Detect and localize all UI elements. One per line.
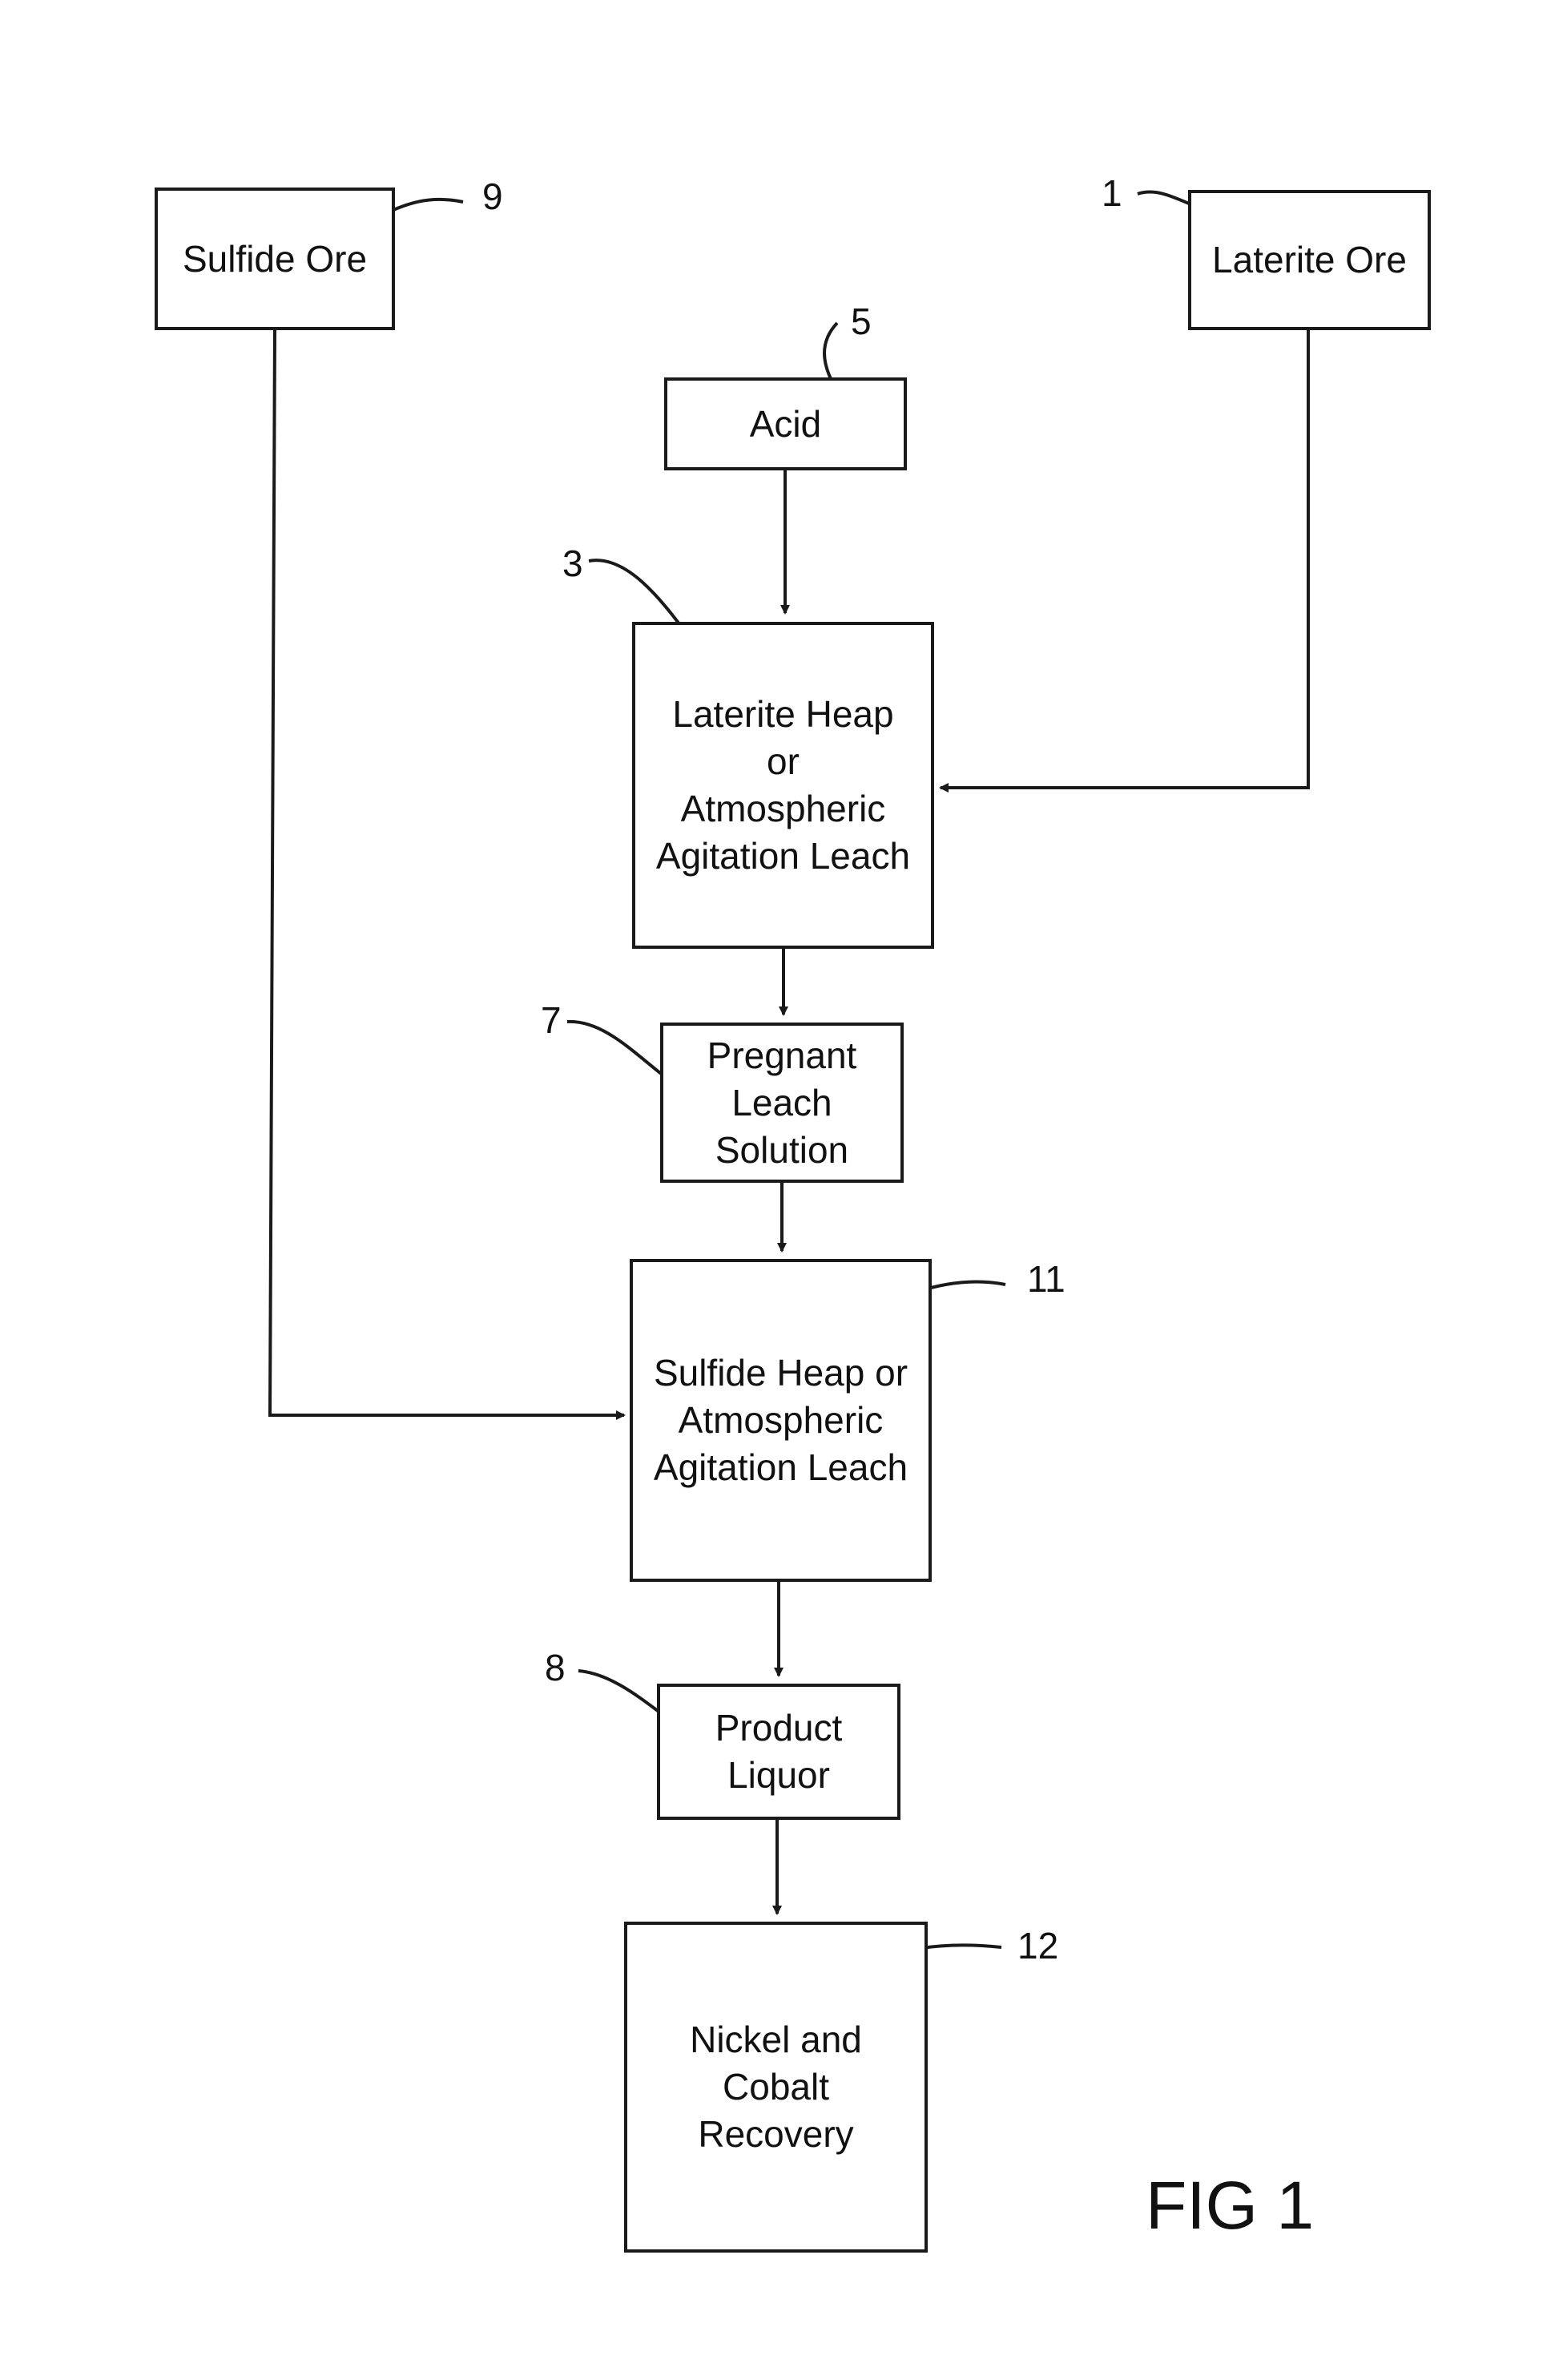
- sulfide-ore-label: Sulfide Ore: [183, 236, 367, 283]
- laterite-leach-label: Laterite Heap or Atmospheric Agitation L…: [656, 691, 910, 880]
- ref-number-5: 5: [851, 303, 872, 340]
- acid-box: Acid: [664, 377, 907, 470]
- sulfide-leach-label: Sulfide Heap or Atmospheric Agitation Le…: [654, 1349, 908, 1491]
- laterite-ore-label: Laterite Ore: [1212, 236, 1407, 284]
- sulfide-ore-box: Sulfide Ore: [155, 188, 395, 330]
- arrow-laterite-ore-to-laterite-leach: [941, 330, 1308, 788]
- nickel-cobalt-recovery-label: Nickel and Cobalt Recovery: [690, 2016, 862, 2158]
- sulfide-leach-box: Sulfide Heap or Atmospheric Agitation Le…: [630, 1259, 932, 1582]
- pregnant-leach-solution-box: Pregnant Leach Solution: [660, 1023, 904, 1183]
- ref-number-8: 8: [545, 1649, 566, 1686]
- laterite-leach-box: Laterite Heap or Atmospheric Agitation L…: [632, 622, 934, 949]
- ref-number-11: 11: [1027, 1261, 1065, 1297]
- ref-number-1: 1: [1102, 175, 1122, 212]
- ref-number-12: 12: [1017, 1927, 1058, 1964]
- ref-number-3: 3: [562, 545, 583, 582]
- ref-number-7: 7: [541, 1002, 562, 1039]
- product-liquor-box: Product Liquor: [657, 1684, 900, 1820]
- arrow-sulfide-ore-to-sulfide-leach: [270, 330, 624, 1415]
- product-liquor-label: Product Liquor: [715, 1704, 843, 1799]
- nickel-cobalt-recovery-box: Nickel and Cobalt Recovery: [624, 1922, 928, 2253]
- ref-number-9: 9: [482, 178, 503, 215]
- laterite-ore-box: Laterite Ore: [1188, 190, 1431, 330]
- pregnant-leach-solution-label: Pregnant Leach Solution: [707, 1032, 857, 1174]
- acid-label: Acid: [750, 401, 821, 448]
- figure-label: FIG 1: [1146, 2172, 1314, 2239]
